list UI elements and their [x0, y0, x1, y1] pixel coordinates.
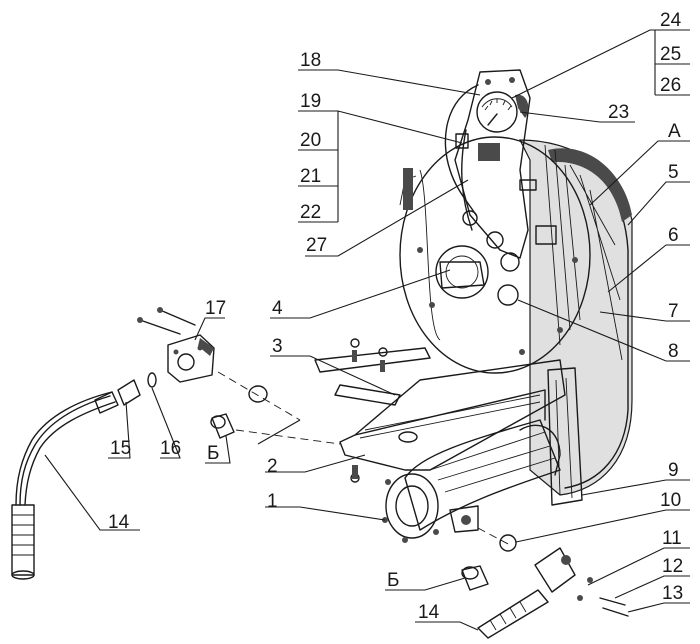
- pump-face: [385, 473, 439, 539]
- callout-8: 8: [668, 341, 679, 362]
- plug-b-upper: [211, 413, 235, 439]
- main-housing: [399, 136, 633, 496]
- o-ring: [248, 385, 268, 403]
- callout-9: 9: [668, 460, 679, 481]
- callout-b-upper: Б: [207, 443, 219, 464]
- callout-2: 2: [267, 456, 278, 477]
- hub: [435, 245, 489, 299]
- callout-13: 13: [662, 583, 683, 604]
- callout-5: 5: [668, 162, 679, 183]
- panel-window: [478, 143, 500, 161]
- callout-20: 20: [300, 130, 321, 151]
- callout-18: 18: [300, 50, 321, 71]
- callout-3: 3: [272, 336, 283, 357]
- left-fitting-assembly: [11, 307, 268, 580]
- hose-lower: [477, 589, 549, 639]
- callout-15: 15: [110, 438, 131, 459]
- callout-21: 21: [300, 166, 321, 187]
- callout-7: 7: [668, 301, 679, 322]
- callout-22: 22: [300, 202, 321, 223]
- callout-a: А: [668, 121, 681, 142]
- callout-26: 26: [660, 75, 681, 96]
- callout-24: 24: [660, 10, 682, 31]
- callout-11: 11: [662, 528, 682, 549]
- gauge-23: [476, 91, 518, 133]
- callout-labels: 1 2 3 4 5 6 7 8 9 10 11 12 13 14 14 15 1…: [108, 10, 683, 623]
- callout-16: 16: [160, 438, 181, 459]
- callout-14-lower: 14: [418, 602, 440, 623]
- callout-b-lower: Б: [387, 570, 399, 591]
- o-ring-10: [499, 534, 517, 552]
- center-lines: [217, 371, 511, 546]
- callout-25: 25: [660, 44, 681, 65]
- right-lower-fitting: [461, 534, 629, 639]
- callout-23: 23: [608, 102, 629, 123]
- ring-16: [147, 372, 157, 388]
- nut-15: [117, 379, 141, 406]
- base-frame: [314, 338, 583, 506]
- callout-27: 27: [306, 235, 327, 256]
- motor-pump: [382, 419, 561, 543]
- callout-4: 4: [272, 298, 283, 319]
- callout-12: 12: [662, 556, 683, 577]
- fitting-block-17: [167, 334, 215, 383]
- callout-14-left: 14: [108, 512, 130, 533]
- callout-19: 19: [300, 91, 321, 112]
- leader-lines: [44, 29, 690, 631]
- hose-end-left: [11, 504, 35, 576]
- callout-1: 1: [267, 491, 278, 512]
- callout-10: 10: [660, 490, 681, 511]
- callout-6: 6: [668, 225, 679, 246]
- bracket-left: [403, 168, 413, 210]
- callout-17: 17: [205, 298, 226, 319]
